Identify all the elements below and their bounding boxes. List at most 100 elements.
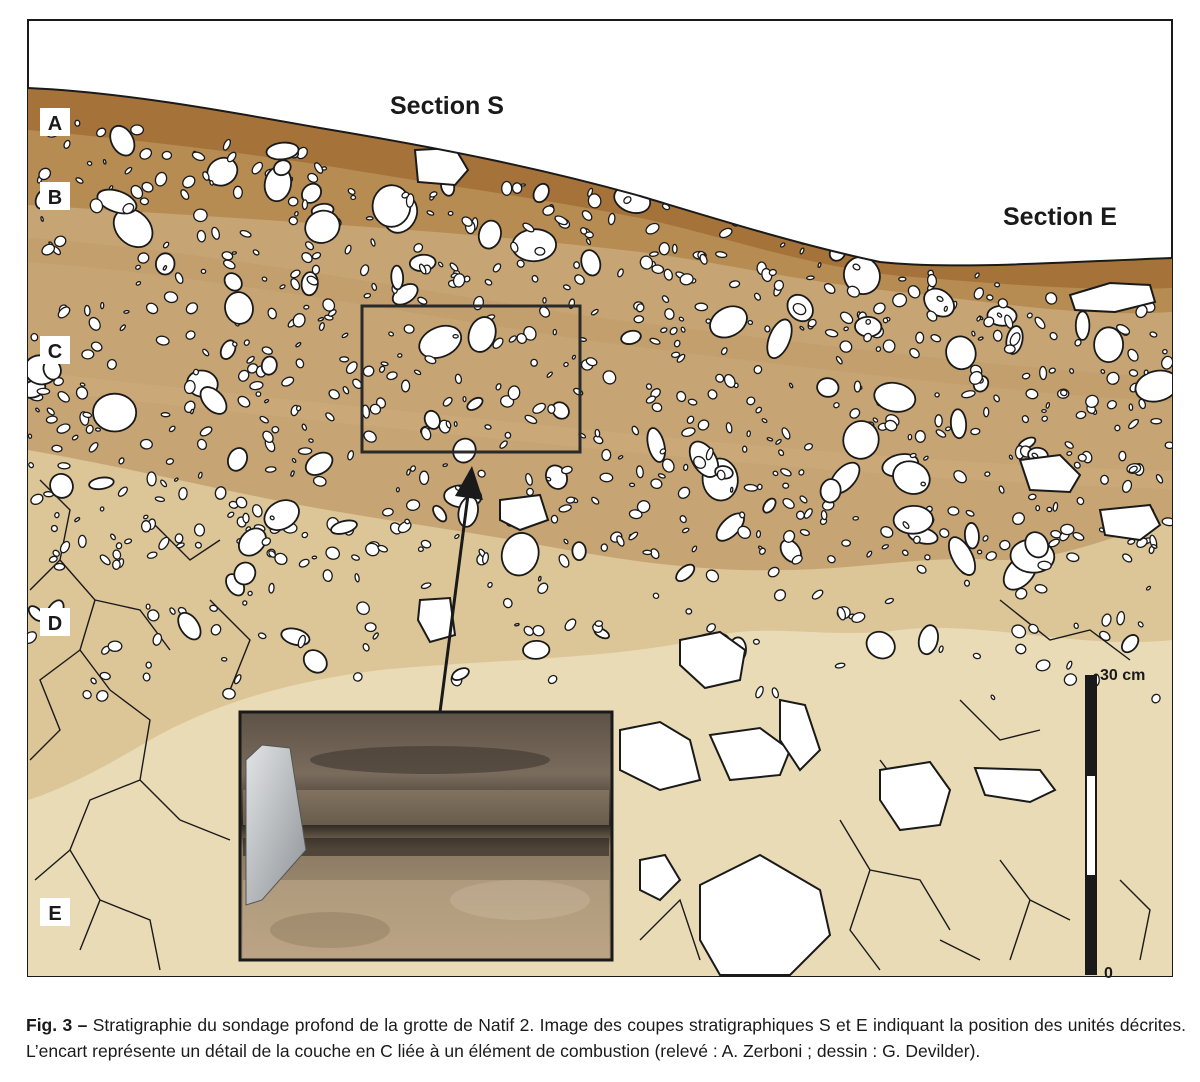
clast (417, 546, 424, 553)
clast (863, 332, 873, 343)
clast (938, 645, 944, 654)
clast (1151, 693, 1161, 704)
clast (210, 624, 222, 636)
clast (397, 353, 403, 358)
clast (1045, 292, 1058, 305)
clast (94, 427, 102, 432)
clast (658, 241, 670, 256)
clast (223, 272, 243, 292)
clast (651, 264, 665, 274)
clast (693, 455, 707, 469)
clast (146, 471, 157, 487)
clast (418, 324, 463, 359)
block (499, 493, 550, 532)
clast (1048, 367, 1056, 374)
clast (115, 542, 123, 550)
clast (237, 527, 267, 557)
clast (1100, 474, 1109, 485)
clast (500, 532, 540, 577)
clast (1039, 365, 1048, 381)
clast (28, 631, 38, 645)
clast (1101, 613, 1112, 627)
clast (163, 291, 179, 304)
clast (30, 332, 39, 342)
block (679, 630, 747, 690)
clast (851, 248, 857, 254)
clast (269, 515, 275, 521)
clast (380, 361, 389, 367)
clast (587, 187, 594, 198)
clast (651, 402, 663, 413)
clast (817, 262, 822, 269)
clast (124, 166, 133, 175)
clast (673, 339, 681, 348)
clast (222, 138, 231, 151)
clast (359, 264, 370, 277)
clast (351, 554, 360, 561)
clast (311, 264, 321, 275)
clast (1121, 634, 1140, 654)
clast (650, 478, 663, 490)
clast (1137, 621, 1144, 628)
clast (145, 603, 151, 610)
clast (1021, 415, 1030, 424)
clast (1100, 369, 1106, 374)
clast (243, 339, 250, 346)
clast (661, 458, 675, 473)
clast (882, 339, 896, 353)
clast (775, 438, 782, 445)
clast (1128, 403, 1134, 412)
clast (294, 211, 299, 217)
clast (853, 380, 862, 393)
clast (99, 506, 105, 512)
clast (581, 210, 593, 221)
clast (1128, 418, 1139, 430)
clast (792, 302, 807, 316)
clast (405, 499, 421, 511)
clast (49, 473, 74, 499)
clast (716, 469, 726, 481)
clast (158, 536, 170, 551)
clast (1025, 388, 1039, 400)
clast (953, 470, 967, 484)
clast (356, 601, 370, 616)
clast (762, 497, 777, 514)
clast (365, 542, 380, 557)
clast (406, 468, 411, 476)
clast (318, 322, 325, 332)
clast (943, 305, 948, 312)
clast (1151, 543, 1158, 549)
clast (574, 274, 585, 285)
clast (147, 609, 160, 622)
clast (452, 273, 466, 288)
clast (54, 511, 60, 519)
clast (573, 261, 581, 270)
clast (249, 380, 264, 391)
clast (927, 251, 935, 266)
clast (99, 671, 111, 681)
clast (522, 639, 551, 660)
clast (532, 402, 546, 414)
clast (175, 542, 185, 549)
clast (649, 251, 659, 257)
clast (798, 469, 805, 476)
clast (866, 550, 873, 558)
clast (1077, 453, 1087, 462)
clast (169, 607, 176, 615)
clast (799, 495, 808, 504)
clast (1052, 501, 1059, 512)
clast (982, 535, 989, 542)
clast (301, 423, 308, 431)
clast (180, 189, 190, 201)
clast (377, 544, 389, 553)
clast (202, 348, 210, 357)
clast (623, 196, 632, 205)
section-profile-outline (27, 87, 1173, 267)
clast (1046, 506, 1053, 513)
clast (747, 319, 754, 326)
clast (484, 424, 492, 430)
clast (1012, 512, 1025, 526)
clast (791, 554, 803, 565)
clast (88, 441, 99, 453)
clast (1106, 399, 1117, 410)
